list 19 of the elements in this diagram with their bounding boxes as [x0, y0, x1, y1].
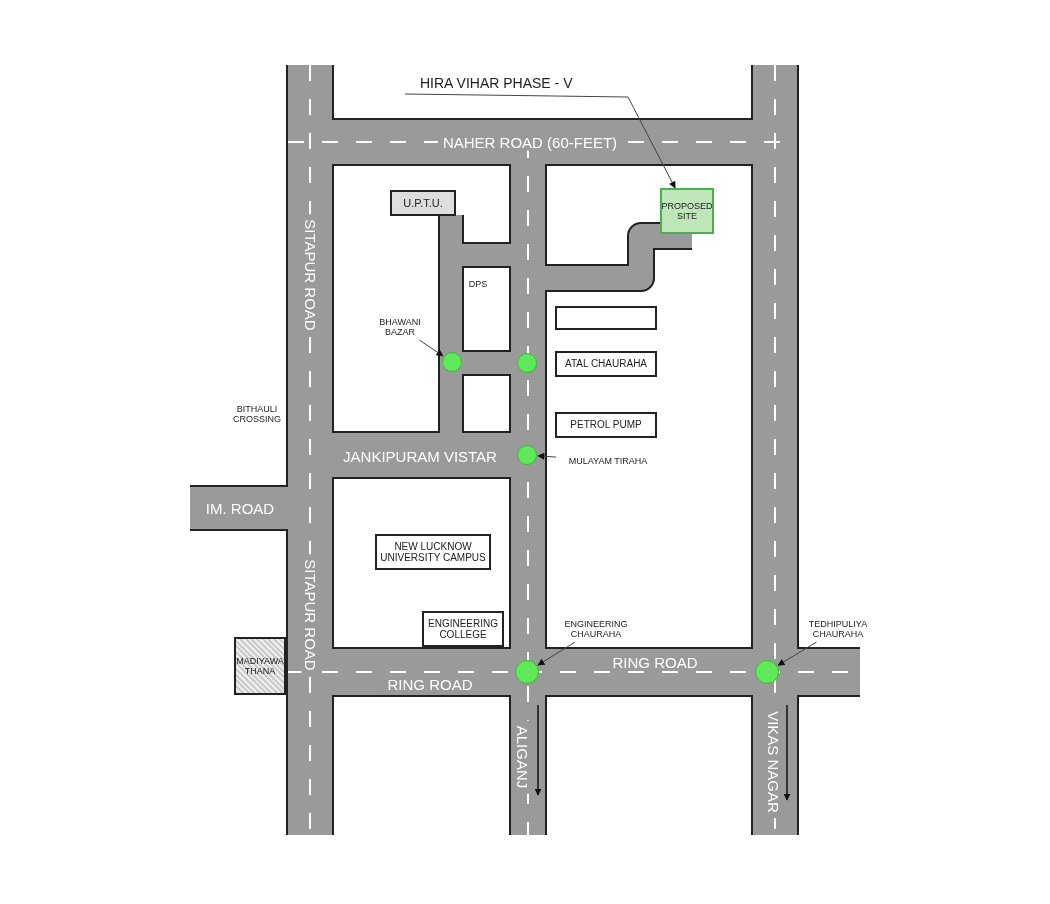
place-label: BITHAULI CROSSING — [232, 404, 282, 424]
leader-arrow — [537, 452, 557, 460]
place-box: ENGINEERING COLLEGE — [422, 611, 504, 647]
place-box: PETROL PUMP — [555, 412, 657, 438]
place-box: ATAL CHAURAHA — [555, 351, 657, 377]
place-box: NEW LUCKNOW UNIVERSITY CAMPUS — [375, 534, 491, 570]
place-label: ENGINEERING CHAURAHA — [556, 616, 636, 642]
school-label: DPS — [468, 279, 488, 289]
leader-arrow — [404, 93, 676, 189]
place-label: TEDHIPULIYA CHAURAHA — [796, 616, 880, 642]
proposed-site-box: PROPOSED SITE — [660, 188, 714, 234]
place-label: MULAYAM TIRAHA — [556, 454, 660, 468]
leader-arrow — [418, 339, 444, 357]
leader-arrow — [777, 641, 817, 666]
police-station-box: MADIYAWA THANA — [234, 637, 286, 695]
place-label: BHAWANI BAZAR — [372, 314, 428, 340]
location-label: HIRA VIHAR PHASE - V — [420, 72, 610, 94]
place-box — [555, 306, 657, 330]
place-box: U.P.T.U. — [390, 190, 456, 216]
